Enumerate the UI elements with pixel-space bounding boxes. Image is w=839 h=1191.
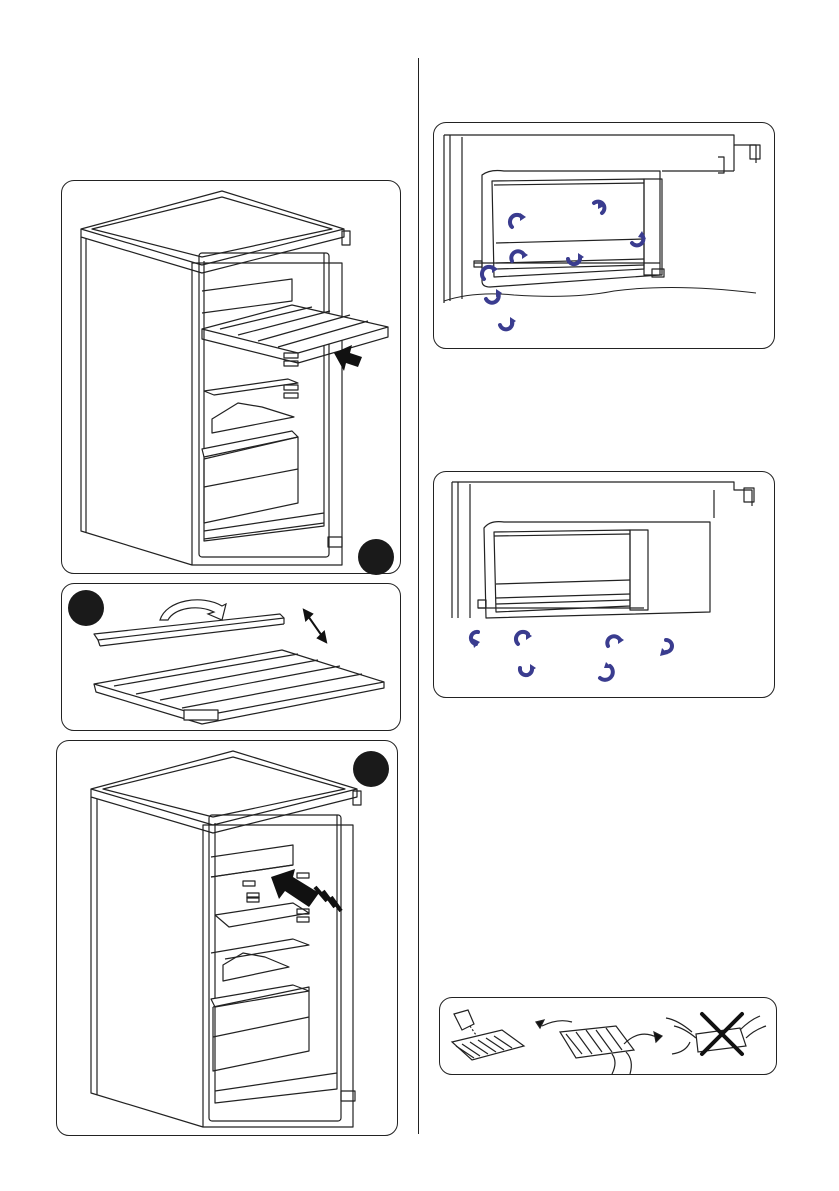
fridge-illustration [62, 181, 402, 575]
air-flow-arrow-icon [600, 666, 613, 680]
twist-tray-step [536, 1020, 662, 1074]
double-arrow-icon [304, 610, 326, 642]
do-not-pull-step [666, 1016, 766, 1054]
figure-air-circulation-1 [433, 122, 775, 349]
fridge-reinsert-illustration [57, 741, 399, 1137]
figure-ice-tray [439, 997, 777, 1075]
figure-shelf-removal [61, 180, 401, 574]
pull-out-arrow-icon [334, 345, 362, 371]
fill-tray-step [452, 1010, 524, 1060]
rotate-arrow-icon [160, 600, 226, 620]
figure-air-circulation-2 [433, 471, 775, 698]
ice-tray-illustration [440, 998, 778, 1076]
cross-section-illustration-1 [434, 123, 776, 350]
cross-section-illustration-2 [434, 472, 776, 699]
figure-shelf-rail [61, 583, 401, 731]
figure-badge [358, 539, 394, 575]
shelf-rail-illustration [62, 584, 402, 732]
air-flow-arrows [471, 632, 672, 680]
column-divider [418, 58, 419, 1134]
figure-badge [68, 590, 104, 626]
figure-badge [353, 751, 389, 787]
figure-shelf-reinsert [56, 740, 398, 1136]
air-flow-arrow-icon [666, 640, 672, 652]
